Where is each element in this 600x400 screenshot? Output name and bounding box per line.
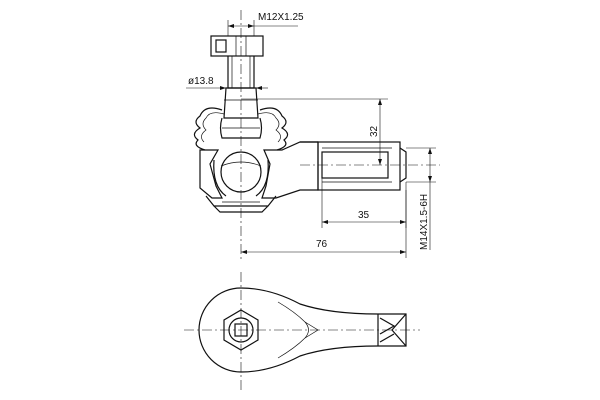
dim-height: 32 (241, 98, 388, 165)
label-stud-thread: M12X1.25 (258, 12, 304, 23)
label-stud-diameter: ø13.8 (188, 76, 214, 87)
label-height: 32 (369, 125, 380, 137)
dim-overall-length: 76 (241, 190, 407, 258)
dim-housing-thread: M14X1.5-6H (406, 147, 436, 250)
ball-joint (213, 151, 269, 197)
housing-section (199, 141, 407, 199)
dim-stud-thread: M12X1.25 (227, 12, 304, 36)
rubber-boot (193, 107, 289, 151)
stud-thread-end (210, 35, 264, 89)
dim-stud-diameter: ø13.8 (186, 76, 268, 90)
label-thread-depth: 35 (358, 210, 370, 221)
dim-thread-depth: 35 (321, 178, 407, 228)
label-overall-length: 76 (316, 239, 328, 250)
stud-shank (219, 87, 263, 139)
front-section-view: M12X1.25 ø13.8 32 35 (186, 10, 440, 260)
label-housing-thread: M14X1.5-6H (419, 194, 430, 250)
end-thread-detail (377, 313, 407, 347)
top-view (184, 272, 420, 390)
bottom-cap (205, 195, 277, 213)
